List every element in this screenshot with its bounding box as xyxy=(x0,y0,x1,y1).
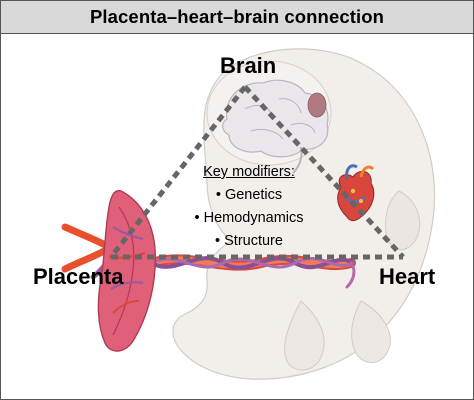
figure-header: Placenta–heart–brain connection xyxy=(1,1,473,34)
connection-triangle xyxy=(109,85,405,260)
brain-icon xyxy=(222,79,329,174)
key-modifiers-list: Genetics Hemodynamics Structure xyxy=(169,184,329,253)
modifier-genetics: Genetics xyxy=(169,184,329,207)
figure-title: Placenta–heart–brain connection xyxy=(89,6,385,27)
placenta-label: Placenta xyxy=(33,264,124,289)
brain-heart-connector xyxy=(243,85,405,259)
modifier-structure: Structure xyxy=(169,230,329,253)
heart-label: Heart xyxy=(379,264,436,289)
umbilical-cord-icon xyxy=(146,254,356,289)
brain-label: Brain xyxy=(220,53,277,78)
modifier-hemodynamics: Hemodynamics xyxy=(169,207,329,230)
key-modifiers: Key modifiers: Genetics Hemodynamics Str… xyxy=(169,161,329,253)
brain-placenta-connector xyxy=(109,85,247,259)
key-modifiers-title: Key modifiers: xyxy=(203,164,295,180)
